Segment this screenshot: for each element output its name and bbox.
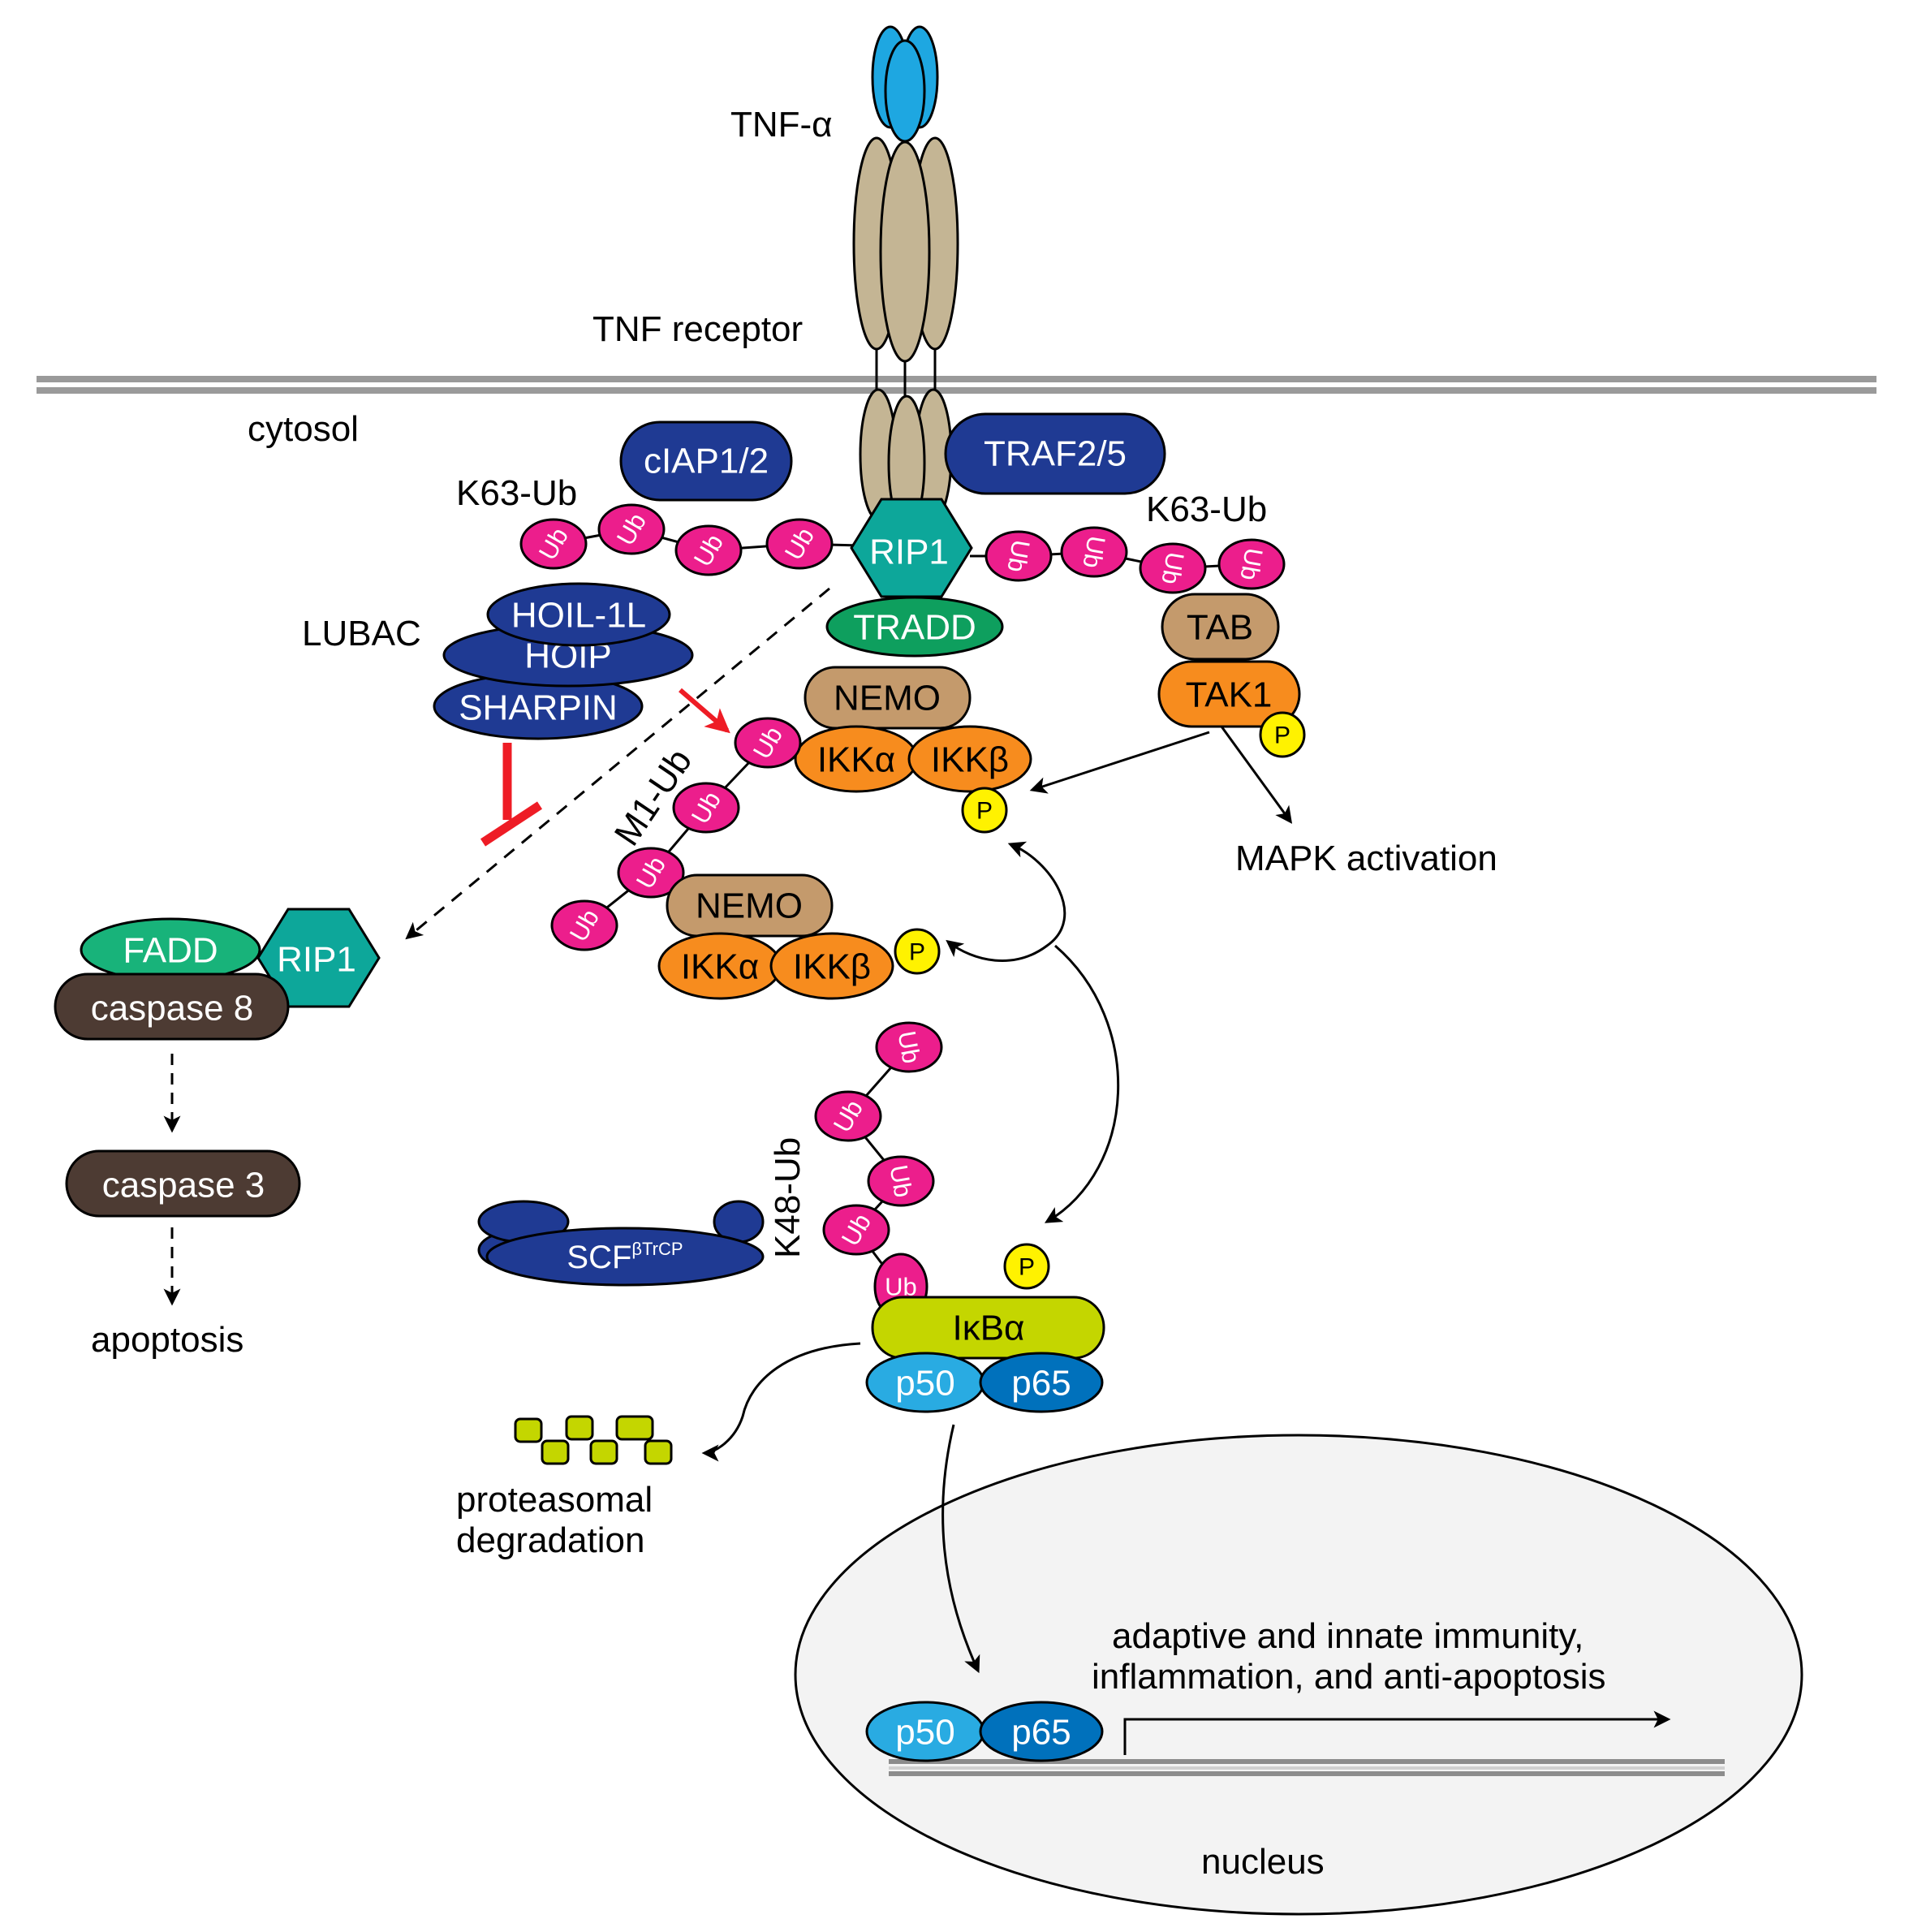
pathway-arrows — [163, 587, 1671, 1755]
ikka-2-label: IKKα — [681, 947, 759, 987]
plasma-membrane — [37, 376, 1876, 394]
apoptosis-label: apoptosis — [91, 1320, 243, 1360]
tradd-protein — [825, 596, 1004, 658]
tab-protein — [1161, 593, 1280, 661]
rip1-complex-protein — [850, 498, 973, 598]
phospho-tak1: P — [1259, 711, 1306, 758]
rip1-complex-label: RIP1 — [869, 533, 949, 572]
nucleus-shape — [794, 1434, 1803, 1916]
ub-k63-left-1: Ub — [519, 518, 588, 570]
phospho-ikkb-2: P — [894, 928, 941, 975]
svg-text:P: P — [1019, 1254, 1035, 1281]
lubac-regulation — [480, 688, 730, 847]
tradd-label: TRADD — [853, 608, 976, 648]
cytosol-label: cytosol — [248, 409, 359, 449]
sharpin-label: SHARPIN — [459, 688, 618, 728]
phospho-ikba: P — [1003, 1243, 1050, 1290]
ciap-label: cIAP1/2 — [644, 442, 769, 481]
proteasome-fragments — [514, 1415, 673, 1465]
ub-k48-4: Ub — [822, 1204, 890, 1256]
ikba-protein — [871, 1296, 1105, 1360]
nemo-1-protein — [804, 666, 972, 730]
ub-k63-right-1: Ub — [985, 530, 1053, 582]
traf-protein — [944, 412, 1166, 495]
p65-cyto-label: p65 — [1011, 1364, 1071, 1404]
outcome-line-2: inflammation, and anti-apoptosis — [1092, 1657, 1605, 1697]
k48-ub-label: K48-Ub — [768, 1137, 808, 1258]
tnf-receptor-label: TNF receptor — [592, 309, 803, 349]
caspase8-protein — [54, 972, 290, 1041]
nemo-2-label: NEMO — [696, 886, 803, 926]
p65-nuc-protein — [979, 1701, 1104, 1762]
k63-ub-right-label: K63-Ub — [1146, 489, 1267, 529]
tak1-label: TAK1 — [1186, 675, 1273, 715]
svg-text:P: P — [1274, 722, 1290, 749]
nucleus-label: nucleus — [1201, 1842, 1325, 1882]
svg-text:Ub: Ub — [1002, 537, 1035, 574]
proteasomal-label: proteasomal — [456, 1480, 653, 1520]
ub-k63-right-4: Ub — [1217, 538, 1286, 590]
hoil-label: HOIL-1L — [511, 596, 646, 636]
tnf-receptor-trimer — [852, 136, 959, 531]
ub-k48-3: Ub — [867, 1155, 935, 1207]
tnf-alpha-label: TNF-α — [730, 105, 833, 144]
ub-k63-left-2: Ub — [597, 503, 666, 555]
ub-m1-2: Ub — [672, 782, 740, 834]
svg-text:Ub: Ub — [1234, 546, 1268, 582]
nemo-1-label: NEMO — [834, 679, 941, 718]
tnf-alpha-trimer — [871, 25, 939, 143]
ub-k63-left-3: Ub — [674, 524, 743, 576]
ub-m1-4: Ub — [550, 899, 618, 951]
ub-k48-2: Ub — [814, 1090, 882, 1142]
rip1-death-label: RIP1 — [277, 940, 356, 980]
tab-label: TAB — [1187, 608, 1253, 648]
ub-k63-right-3: Ub — [1139, 542, 1207, 594]
caspase3-protein — [65, 1149, 301, 1218]
ciap-protein — [619, 420, 793, 502]
ub-m1-1: Ub — [734, 717, 802, 769]
ub-m1-3: Ub — [617, 847, 685, 899]
tak1-protein — [1157, 660, 1301, 728]
caspase3-label: caspase 3 — [102, 1166, 265, 1205]
svg-text:Ub: Ub — [1077, 533, 1110, 570]
ikba-label: IκBα — [952, 1309, 1024, 1348]
scf-label: SCFβTrCP — [567, 1239, 683, 1275]
traf-label: TRAF2/5 — [984, 434, 1127, 474]
outcome-line-1: adaptive and innate immunity, — [1112, 1616, 1583, 1656]
hoil-protein — [486, 582, 671, 647]
ub-k63-right-2: Ub — [1060, 526, 1128, 578]
p65-nuc-label: p65 — [1011, 1713, 1071, 1753]
caspase8-label: caspase 8 — [91, 989, 254, 1029]
k63-ub-left-label: K63-Ub — [456, 473, 577, 513]
dna-strand — [889, 1759, 1725, 1776]
ikkb-1-label: IKKβ — [931, 740, 1009, 780]
svg-text:P: P — [976, 798, 993, 825]
svg-text:Ub: Ub — [884, 1162, 917, 1199]
ikka-1-label: IKKα — [817, 740, 895, 780]
p50-cyto-label: p50 — [895, 1364, 954, 1404]
svg-text:Ub: Ub — [892, 1029, 925, 1065]
ikkb-1-protein — [907, 725, 1032, 793]
ub-k48-1: Ub — [875, 1021, 943, 1073]
fadd-label: FADD — [123, 931, 218, 971]
ikkb-2-protein — [769, 932, 894, 1000]
svg-text:Ub: Ub — [1156, 550, 1189, 586]
ikkb-2-label: IKKβ — [793, 947, 871, 987]
degradation-label: degradation — [456, 1520, 644, 1560]
scf-complex — [477, 1200, 765, 1287]
lubac-label: LUBAC — [302, 614, 421, 653]
phospho-ikkb-1: P — [961, 787, 1008, 834]
p65-cyto-protein — [979, 1352, 1104, 1413]
nemo-2-protein — [666, 873, 834, 938]
p50-nuc-label: p50 — [895, 1713, 954, 1753]
svg-text:P: P — [909, 939, 925, 966]
ub-k63-left-4: Ub — [765, 518, 834, 570]
mapk-activation-label: MAPK activation — [1235, 839, 1497, 878]
